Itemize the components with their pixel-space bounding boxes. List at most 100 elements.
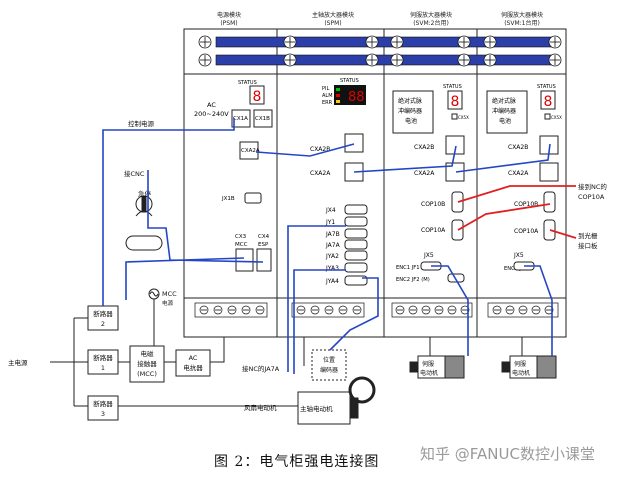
bus-screw [483,53,497,67]
watermark: 知乎 @FANUC数控小课堂 [420,445,595,463]
bus-screw [390,35,404,49]
svm1-cxa2a-label: CXA2A [508,170,529,177]
svm1-cx5x-label: CX5X [551,115,562,120]
svm1-cop10a-connector [543,219,556,241]
bus-screw [457,35,471,49]
module-frames [183,28,567,338]
spm-svm2-cxa2-wire [353,145,457,173]
to-cnc-label: 接CNC [124,169,145,178]
svm2-cxa2b-label: CXA2B [414,144,434,151]
cx4-connector [256,248,272,272]
bus-screw [198,35,212,49]
spindle-assembly: 位置编码器 主轴电动机 风扇电动机 [244,349,376,425]
cx1b-connector [253,109,273,128]
breaker-3 [87,395,119,421]
estop-label: 急停 [138,189,152,198]
module-titles: 电源模块 (PSM) 主轴放大器模块 (SPM) 伺服放大器模块 (SVM:2台… [217,11,543,27]
dc-bus-bar-top [215,36,553,48]
figure-caption: 图 2：电气柜强电连接图 [214,454,380,470]
cx3-label: CX3 [235,234,247,240]
psm-cxa2a-connector [239,141,259,160]
svm2-cop10a-connector [451,219,464,241]
control-power-wire [102,118,235,306]
err-label: ERR [322,100,333,106]
position-encoder-box [311,349,347,381]
svm1-encoder-wire [524,265,553,356]
coil-power-label: 电源 [162,299,174,307]
blue-wiring [102,118,553,374]
jya3-label: JYA3 [325,265,339,272]
pil-led [336,88,340,91]
terminal-blocks [194,302,559,318]
contactor-label: 电磁接触器(MCC) [137,349,157,378]
to-optical-label: 到光栅接口板 [578,231,598,250]
jya4-label: JYA4 [325,278,339,285]
main-power-label: 主电源 [8,358,28,367]
svm1-cxa2a-connector [539,162,559,182]
breaker-1 [87,349,119,375]
jx1b-connector [244,192,262,204]
bus-screw [548,53,562,67]
svm2-cop10a-label: COP10A [421,227,446,234]
svm2-code: (SVM:2台用) [413,19,449,27]
svm2-status-digit: 8 [451,94,460,110]
bus-screw [390,53,404,67]
spm-title: 主轴放大器模块 [312,11,354,19]
jx4-connector [344,204,368,215]
cx4-label: CX4 [258,234,270,240]
psm-spm-cxa2-wire [255,143,355,157]
svm2-status-label: STATUS [443,84,462,90]
jya4-connector [344,275,368,286]
alm-led [336,94,340,97]
mcc-wire [125,257,245,300]
svm2-cx5x-label: CX5X [458,115,469,120]
spm-cxa2a-label: CXA2A [310,170,331,177]
psm-code: (PSM) [220,20,237,27]
svm1-code: (SVM:1台用) [504,19,540,27]
bus-screw [483,35,497,49]
svm2-cop10b-connector [451,191,464,213]
cx1a-connector [231,109,251,128]
spm-status-display [334,85,366,105]
svm1-status-digit: 8 [544,94,553,110]
bus-screw [365,53,379,67]
svm2-svm1-cxa2-wire [455,143,551,173]
to-nc-ja7a-label: 接NC的JA7A [242,364,280,373]
svm1-cop10b-label: COP10B [514,201,538,208]
ac-reactor [175,349,211,377]
servo-motors: 伺服电动机 伺服电动机 [409,355,557,379]
svm1-cop10b-connector [543,191,556,213]
err-led [336,100,340,103]
svm1-cxa2b-label: CXA2B [508,144,528,151]
jx1b-label: JX1B [221,196,235,202]
svm2-status-display [447,90,463,110]
mcc-port-label: MCC [235,242,248,248]
svm2-battery-text: 绝对式脉冲编码器电池 [398,97,422,125]
spm-cxa2b-connector [344,133,364,153]
jya2-encoder-wire [329,277,379,351]
control-power-label: 控制电源 [128,119,155,128]
breaker-2 [87,305,119,331]
servo-motor-a-label: 伺服电动机 [420,360,438,377]
spm-cxa2b-label: CXA2B [310,146,330,153]
esp-label: ESP [258,242,269,248]
ja7b-label: JA7B [325,231,340,238]
svm2-cop10b-label: COP10B [421,201,445,208]
svm2-enc1-label: ENC1 JF1 (L) [396,265,428,271]
psm-status-display [249,85,265,105]
cabinet-frame [183,28,567,338]
mcc-coil-label: MCC [162,290,177,298]
spindle-motor-label: 主轴电动机 [300,404,333,413]
svm1-status-label: STATUS [537,84,556,90]
svm2-battery-box [392,90,434,134]
svm1-battery-text: 绝对式脉冲编码器电池 [492,97,516,125]
dc-bus-bar-bottom [215,54,553,66]
cop10a-to-optical-wire [549,229,577,239]
svm1-cop10a-label: COP10A [514,228,539,235]
svm2-title: 伺服放大器模块 [410,11,452,19]
alm-label: ALM [322,93,333,99]
